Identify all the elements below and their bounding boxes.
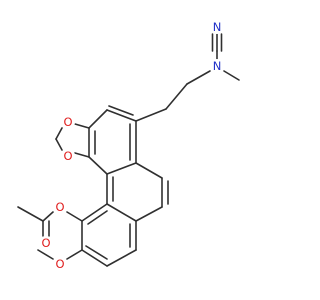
atom-label-n1: N (213, 20, 222, 34)
atom-o-carbonyl: O (39, 236, 53, 250)
atom-o-dioxole-bottom: O (61, 149, 75, 163)
bond-a1 (106, 109, 137, 122)
bond-c3-double (85, 245, 108, 260)
atom-n-amine: N (210, 59, 224, 73)
bond-o2-ch2 (55, 138, 63, 151)
atom-label-o5: O (55, 257, 64, 271)
bond-ch2-ch2 (165, 83, 188, 110)
atom-n-nitrile: N (210, 20, 224, 34)
atom-label-o2: O (63, 149, 72, 163)
atom-label-o4: O (41, 236, 50, 250)
bond-ring-oac (66, 211, 83, 222)
bond-b4 (106, 203, 137, 222)
bond-o-carbonyl (42, 211, 54, 222)
molecule-structure: N N O O O O O (17, 20, 240, 271)
atom-o-methoxy: O (53, 257, 67, 271)
bond-o1-c (74, 123, 90, 129)
bond-o1-ch2 (55, 127, 63, 140)
bond-b1 (135, 162, 163, 179)
bond-carbonyl-methyl (17, 206, 44, 222)
atom-label-n2: N (213, 59, 222, 73)
bond-n-ch2 (186, 70, 211, 85)
bond-b3 (135, 206, 163, 222)
atom-o-ester: O (53, 200, 67, 214)
bond-a5 (106, 162, 137, 175)
bond-ch2-ring (135, 108, 167, 122)
bond-ring-ome (66, 249, 83, 260)
atom-labels: N N O O O O O (39, 20, 224, 271)
atom-label-o1: O (63, 115, 72, 129)
bond-c2 (106, 249, 137, 267)
bonds (17, 33, 240, 267)
bond-c5-double (87, 210, 108, 225)
bond-c3 (81, 249, 108, 267)
bond-n-methyl (223, 70, 240, 81)
bond-c5 (81, 203, 108, 222)
bond-ome-methyl (37, 249, 54, 260)
bond-a2 (88, 109, 108, 129)
atom-o-dioxole-top: O (61, 115, 75, 129)
atom-label-o3: O (55, 200, 64, 214)
bond-o2-c (74, 152, 90, 158)
bond-a1-double (108, 105, 134, 116)
bond-a4 (88, 156, 108, 175)
